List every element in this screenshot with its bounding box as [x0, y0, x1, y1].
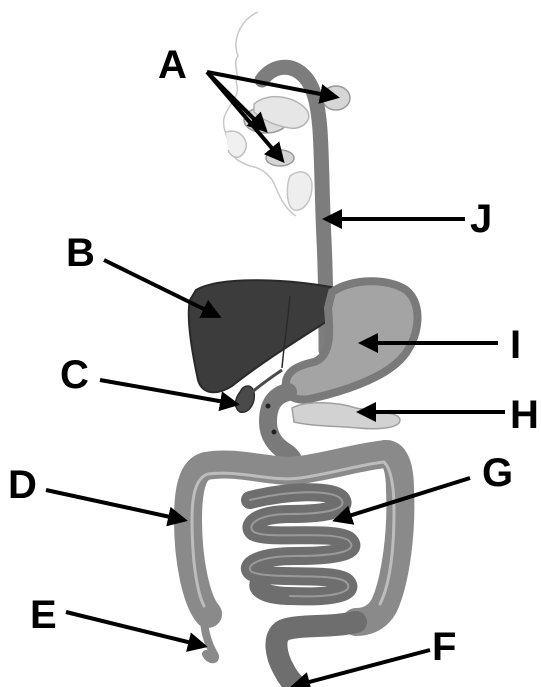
label-b: B [66, 231, 95, 275]
label-g: G [482, 451, 513, 495]
label-e: E [30, 593, 57, 637]
arrow-e [66, 612, 204, 646]
label-h: H [510, 393, 539, 437]
rectum [276, 622, 356, 686]
label-a: A [158, 43, 187, 87]
label-c: C [60, 353, 89, 397]
pancreas [292, 403, 400, 429]
label-f: F [432, 625, 456, 669]
arrow-d [46, 490, 184, 520]
label-j: J [470, 197, 492, 241]
gallbladder [236, 386, 255, 412]
label-d: D [8, 463, 37, 507]
arrow-f [294, 650, 430, 686]
salivary-glands [244, 86, 350, 210]
label-i: I [510, 323, 521, 367]
duodenum-dot [272, 430, 277, 435]
duodenum-dot [266, 404, 271, 409]
